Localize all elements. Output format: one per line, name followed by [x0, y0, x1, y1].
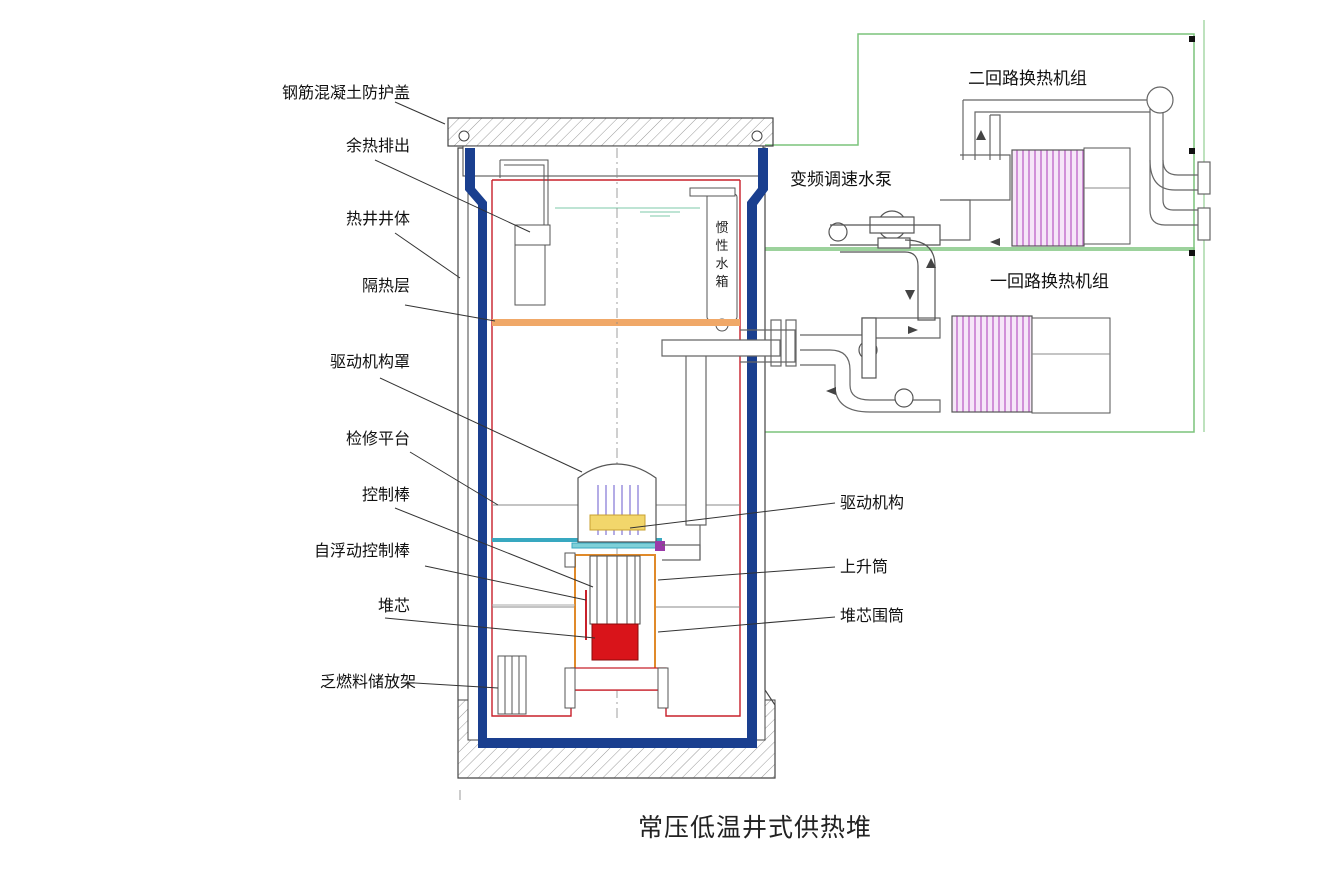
inertial-water-tank	[689, 187, 738, 332]
label-drive-mechanism: 驱动机构	[840, 493, 905, 512]
label-fuel-rack: 乏燃料储放架	[319, 672, 416, 691]
residual-heat-unit	[499, 159, 551, 306]
primary-piping	[661, 317, 941, 561]
label-platform: 检修平台	[345, 429, 410, 448]
label-residual-heat: 余热排出	[345, 136, 410, 155]
riser-core-barrel	[492, 552, 669, 709]
frame-posts	[1189, 36, 1195, 256]
label-well-body: 热井井体	[345, 209, 410, 228]
label-core: 堆芯	[377, 596, 410, 615]
label-insulation: 隔热层	[361, 276, 410, 295]
label-inertial-tank: 惯 性 水 箱	[715, 221, 729, 290]
reactor-core	[591, 623, 639, 661]
label-drive-hood: 驱动机构罩	[329, 352, 410, 371]
spent-fuel-rack	[497, 655, 527, 715]
leader-lines-left	[374, 101, 596, 689]
concrete-cover	[447, 117, 774, 177]
leader-lines-right	[629, 502, 836, 633]
label-secondary-hx: 二回路换热机组	[968, 69, 1087, 89]
label-primary-hx: 一回路换热机组	[990, 272, 1109, 292]
secondary-piping	[940, 86, 1211, 241]
insulation-layer	[492, 319, 740, 326]
label-core-barrel: 堆芯围筒	[840, 606, 905, 625]
primary-heat-exchanger	[951, 315, 1111, 414]
label-riser: 上升筒	[840, 557, 889, 576]
flow-arrow-icon	[826, 130, 1000, 395]
pump-assembly	[828, 210, 941, 408]
secondary-heat-exchanger	[1011, 147, 1131, 247]
label-control-rod: 控制棒	[361, 485, 410, 504]
diagram-caption: 常压低温井式供热堆	[638, 813, 873, 842]
label-floating-rod: 自浮动控制棒	[313, 541, 410, 560]
water-level	[555, 207, 700, 217]
label-concrete-cover: 钢筋混凝土防护盖	[281, 83, 410, 102]
label-pump: 变频调速水泵	[790, 170, 892, 190]
drive-mechanism	[571, 463, 665, 551]
